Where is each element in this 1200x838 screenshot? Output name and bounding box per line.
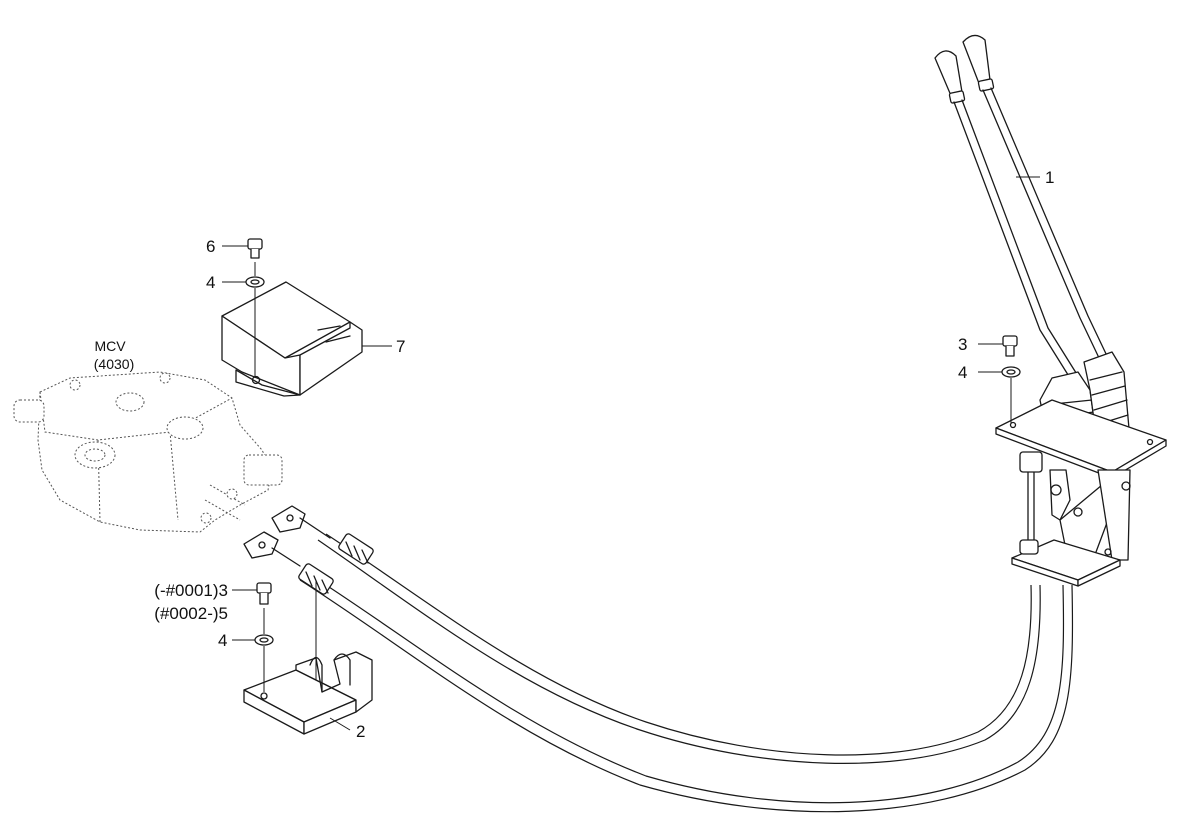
control-cables (299, 533, 1074, 813)
cable-end-lower (243, 531, 334, 595)
bolt-lever (1002, 335, 1018, 357)
washer-bracket (254, 634, 274, 646)
callout-washer-bracket: 4 (218, 631, 227, 650)
callout-bracket: 2 (356, 722, 365, 741)
leader-2 (329, 717, 351, 731)
callout-bolt-bracket-a: (-#0001)3 (154, 581, 228, 600)
callout-washer-cover: 4 (206, 273, 215, 292)
mcv-name-label: MCV (94, 338, 126, 354)
lever-assembly (934, 34, 1167, 587)
cable-end-upper (271, 505, 374, 565)
callout-cover: 7 (396, 337, 405, 356)
mcv-valve (13, 371, 283, 533)
callout-lever: 1 (1045, 168, 1054, 187)
bolt-cover (247, 238, 263, 259)
callout-bolt-cover: 6 (206, 237, 215, 256)
cable-bracket (243, 651, 373, 735)
mcv-code-label: (4030) (94, 356, 134, 372)
callout-washer-lever: 4 (958, 363, 967, 382)
callout-bolt-lever: 3 (958, 335, 967, 354)
washer-lever (1001, 366, 1021, 378)
washer-cover (245, 276, 265, 288)
callout-bolt-bracket-b: (#0002-)5 (154, 604, 228, 623)
bolt-bracket (256, 582, 272, 605)
cover-plate (221, 281, 363, 397)
